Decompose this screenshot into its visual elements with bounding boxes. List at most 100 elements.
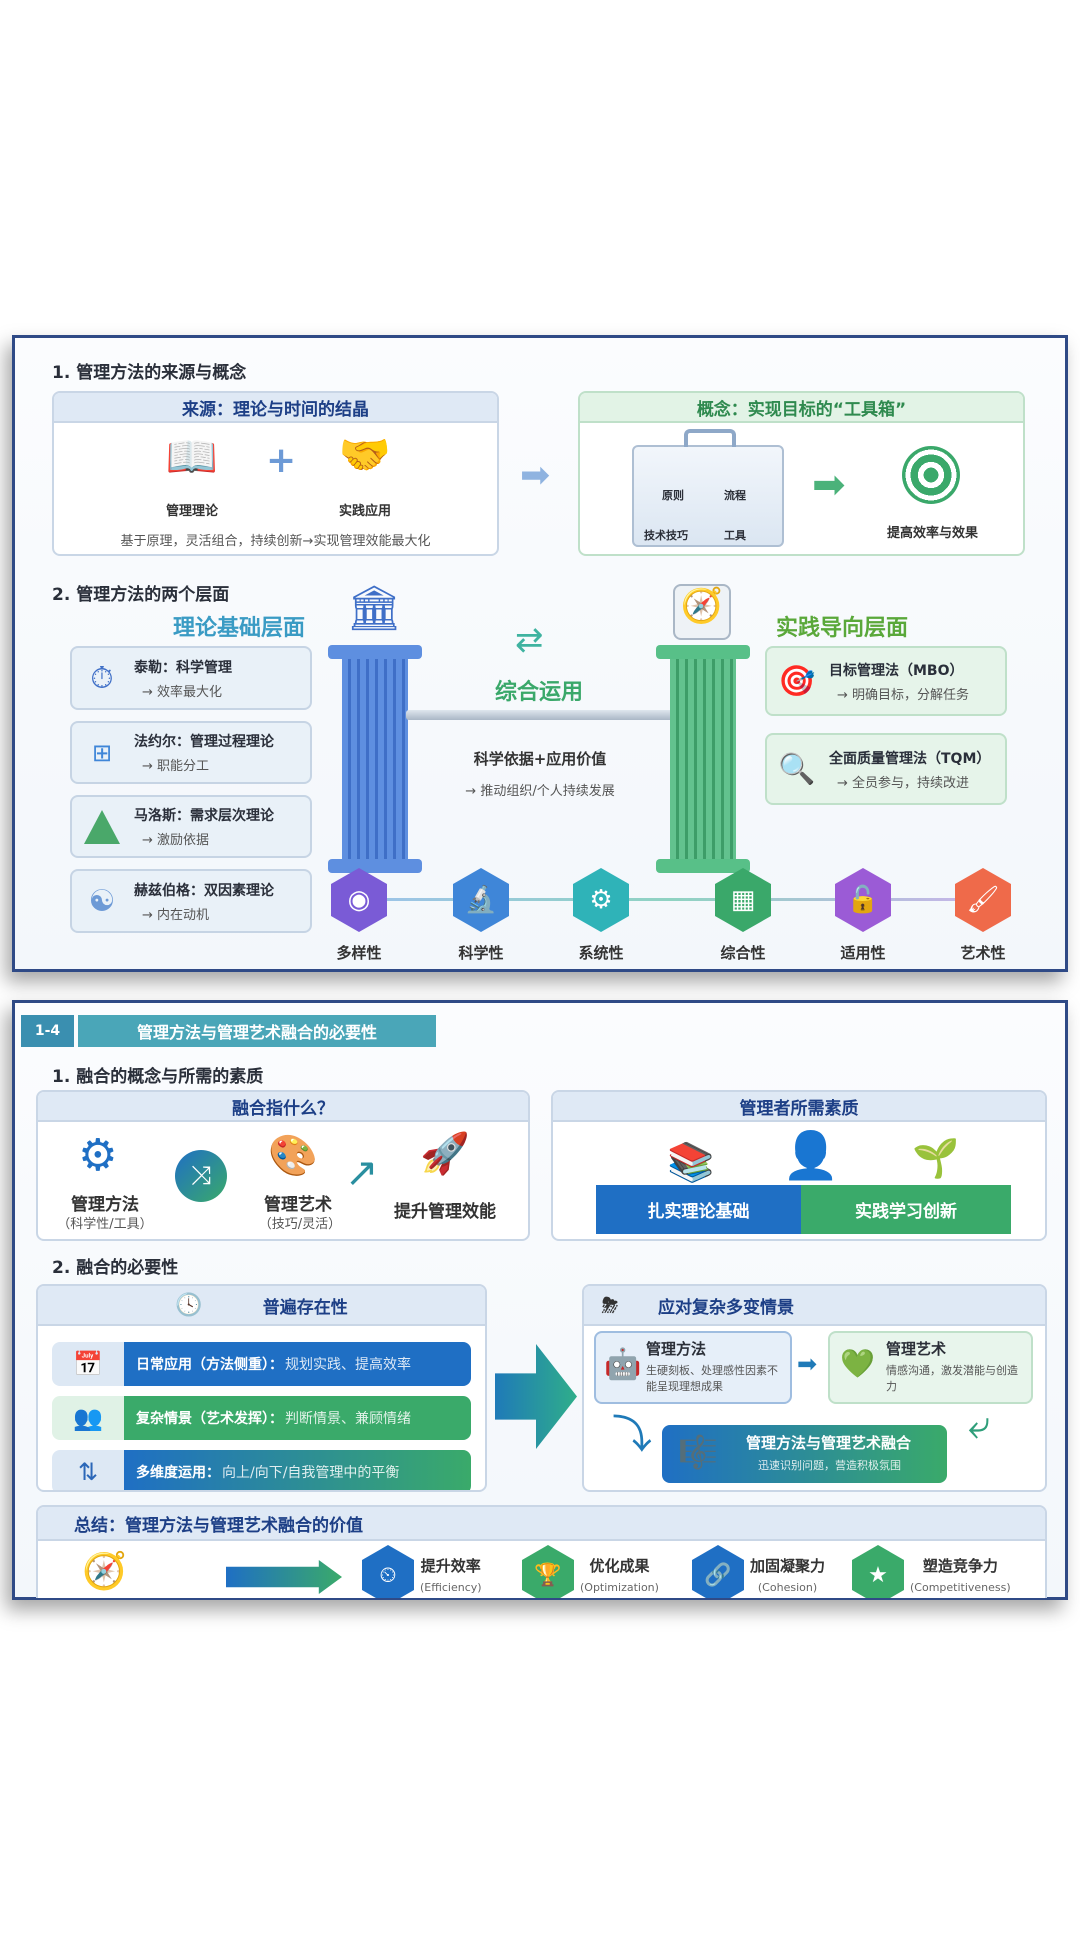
section2-title: 2. 融合的必要性 xyxy=(52,1258,179,1278)
theory-item-name: 法约尔：管理过程理论 xyxy=(134,734,274,750)
theory-item: ⏱泰勒：科学管理→ 效率最大化 xyxy=(70,646,312,710)
theory-item-sub: → 内在动机 xyxy=(142,907,210,923)
theory-item-name: 马洛斯：需求层次理论 xyxy=(134,808,274,824)
up-arrow-icon: ↗ xyxy=(345,1150,379,1196)
fusion-method-sub: （科学性/工具） xyxy=(57,1217,153,1232)
theory-item-sub: → 职能分工 xyxy=(142,759,210,774)
row-value: 判断情景、兼顾情绪 xyxy=(285,1411,411,1427)
summary-label: 加固凝聚力 xyxy=(750,1557,826,1575)
fusion-result: 提升管理效能 xyxy=(394,1202,496,1222)
trait-label: 系统性 xyxy=(578,944,624,962)
fusion-title: 管理方法与管理艺术融合 xyxy=(746,1434,912,1452)
conductor-icon: 🎼 xyxy=(678,1433,718,1471)
practice-layer-title: 实践导向层面 xyxy=(776,616,909,641)
theory-pillar xyxy=(328,645,422,873)
tool-technique: 技术技巧 xyxy=(644,529,688,542)
top-slide-content: 1. 管理方法的来源与概念 来源：理论与时间的结晶 📖 管理理论 + 🤝 实践应… xyxy=(52,363,1025,962)
shuffle-icon: ⤨ xyxy=(175,1150,227,1202)
art-card: 💚 管理艺术 情感沟通，激发潜能与创造力 xyxy=(828,1331,1033,1404)
bank-building-icon: 🏛 xyxy=(346,583,402,634)
practice-item: 🔍全面质量管理法（TQM）→ 全员参与，持续改进 xyxy=(765,733,1007,805)
row-key: 多维度运用： xyxy=(136,1465,220,1481)
summary-item: 🔗加固凝聚力(Cohesion) xyxy=(692,1545,826,1598)
fusion-header: 融合指什么？ xyxy=(38,1092,528,1122)
fusion-text: 迅速识别问题，营造积极氛围 xyxy=(758,1459,901,1472)
compass-brain-icon: 🧭 xyxy=(82,1551,127,1592)
theory-item: 马洛斯：需求层次理论→ 激励依据 xyxy=(70,795,312,858)
curve-arrow-left-icon: ⤵ xyxy=(612,1412,652,1458)
concept-header: 概念：实现目标的“工具箱” xyxy=(580,393,1023,423)
pyramid-icon xyxy=(82,807,122,847)
practice-pillar xyxy=(656,645,750,873)
small-arrow-icon: ➡ xyxy=(797,1350,818,1378)
bridge-beam xyxy=(406,710,676,720)
theory-label: 管理理论 xyxy=(165,504,218,519)
practice-item: 🎯目标管理法（MBO）→ 明确目标，分解任务 xyxy=(765,646,1007,716)
theory-foundation-bar: 扎实理论基础 xyxy=(596,1185,801,1234)
art-text: 情感沟通，激发潜能与创造力 xyxy=(886,1364,1018,1393)
section-badge: 1-4 xyxy=(21,1015,74,1047)
toolbox-icon: 原则 流程 技术技巧 工具 xyxy=(632,429,784,547)
palette-icon: 🎨 xyxy=(268,1133,318,1179)
arrow-right-green-icon: ➡ xyxy=(812,462,846,508)
trait-hex-icon: 🔓 xyxy=(835,868,891,932)
traits-connector xyxy=(360,898,984,901)
target-arrow-icon: 🎯 xyxy=(778,663,816,699)
row-key: 复杂情景（艺术发挥）： xyxy=(136,1411,283,1427)
summary-en: (Efficiency) xyxy=(420,1581,482,1594)
row-value: 规划实践、提高效率 xyxy=(285,1357,411,1373)
row-value: 向上/向下/自我管理中的平衡 xyxy=(222,1465,400,1481)
fusion-method: 管理方法 xyxy=(71,1195,139,1215)
summary-header: 总结：管理方法与管理艺术融合的价值 xyxy=(38,1507,1045,1541)
theory-item: ⊞ 法约尔：管理过程理论 → 职能分工 xyxy=(70,721,312,784)
slide-title: 管理方法与管理艺术融合的必要性 xyxy=(78,1015,436,1047)
summary-label: 优化成果 xyxy=(589,1557,650,1575)
source-header: 来源：理论与时间的结晶 xyxy=(54,393,497,423)
clock-globe-icon: 🕓 xyxy=(175,1292,203,1318)
gear-wrench-icon: ⚙ xyxy=(78,1130,118,1181)
practice-item-name: 目标管理法（MBO） xyxy=(829,662,964,679)
trait-label: 多样性 xyxy=(336,944,382,962)
method-text: 生硬刻板、处理感性因素不能呈现理想成果 xyxy=(646,1364,778,1393)
trait-label: 综合性 xyxy=(720,944,766,962)
robot-icon: 🤖 xyxy=(604,1347,642,1382)
source-box: 来源：理论与时间的结晶 xyxy=(52,391,499,556)
stopwatch-icon: ⏱ xyxy=(90,660,114,696)
trait-hex-icon: ⚙ xyxy=(573,868,629,932)
trait-hex-icon: ▦ xyxy=(715,868,771,932)
gear-handshake-icon: 🤝 xyxy=(338,430,392,479)
summary-icon: 🏆 xyxy=(522,1545,574,1598)
trait-hex-icon: ◉ xyxy=(331,868,387,932)
big-arrow-right-icon xyxy=(495,1344,577,1449)
universal-row: 👥 复杂情景（艺术发挥）：判断情景、兼顾情绪 xyxy=(52,1396,471,1440)
universal-title: 普遍存在性 xyxy=(262,1297,348,1318)
plus-sign: + xyxy=(266,440,297,481)
plant-hand-icon: 🌱 xyxy=(912,1136,960,1180)
people-talk-icon: 👥 xyxy=(52,1396,124,1440)
rocket-icon: 🚀 xyxy=(420,1131,470,1177)
summary-item: ⏲ 提升效率 (Efficiency) xyxy=(362,1545,482,1598)
section1-title: 1. 融合的概念与所需的素质 xyxy=(52,1067,264,1087)
result-label: 提高效率与效果 xyxy=(886,526,978,541)
summary-label: 提升效率 xyxy=(420,1557,481,1575)
universal-row: ⇅多维度运用：向上/向下/自我管理中的平衡 xyxy=(52,1450,471,1490)
trait-label: 科学性 xyxy=(458,944,504,962)
trait-label: 艺术性 xyxy=(960,944,1006,962)
trait-label: 适用性 xyxy=(840,944,886,962)
summary-icon: ★ xyxy=(852,1545,904,1598)
summary-item: 🏆优化成果(Optimization) xyxy=(522,1545,659,1598)
tool-principle: 原则 xyxy=(662,489,684,502)
middle-sub: → 推动组织/个人持续发展 xyxy=(465,784,615,799)
tool-process: 流程 xyxy=(724,489,746,502)
method-title: 管理方法 xyxy=(646,1340,707,1358)
fusion-art: 管理艺术 xyxy=(264,1195,332,1215)
middle-main: 科学依据+应用价值 xyxy=(473,750,607,768)
universal-box: 🕓普遍存在性 📅日常应用（方法侧重）：规划实践、提高效率 👥复杂情景（艺术发挥）… xyxy=(36,1284,487,1492)
heart-hand-icon: 💚 xyxy=(840,1347,875,1380)
qualities-header: 管理者所需素质 xyxy=(553,1092,1045,1122)
curve-arrow-right-icon: ⤶ xyxy=(968,1402,991,1448)
art-title: 管理艺术 xyxy=(886,1340,947,1358)
org-chart-icon: ⊞ xyxy=(91,738,113,767)
trait-hex-icon: 🖌 xyxy=(955,868,1011,932)
summary-icon: ⏲ xyxy=(362,1545,414,1598)
